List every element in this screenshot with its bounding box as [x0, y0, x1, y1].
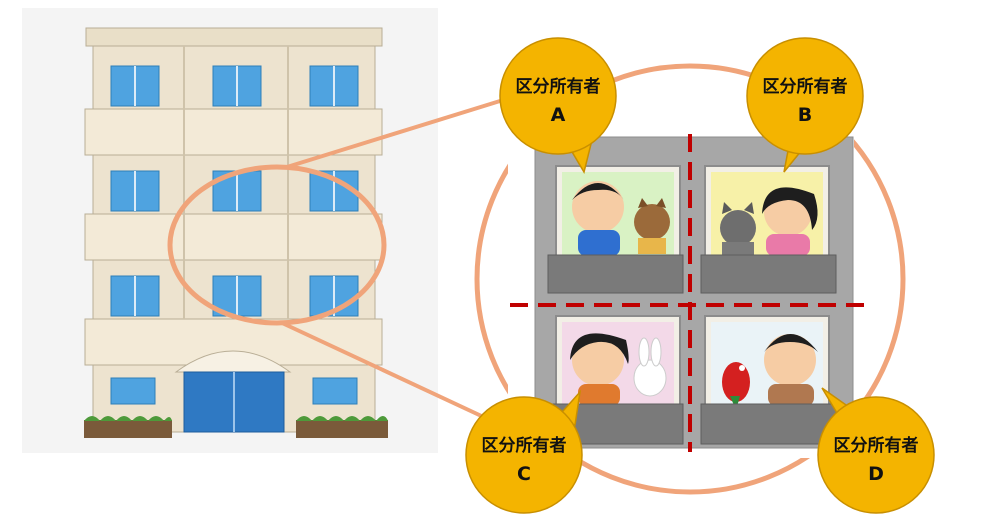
magnified-circle: [474, 63, 906, 495]
unit-cross-section-illustration: [508, 132, 854, 458]
apartment-building-illustration: [22, 8, 438, 453]
connector-line-bottom: [279, 320, 491, 422]
connector-line-top: [286, 99, 501, 169]
owner-d-letter: D: [868, 463, 884, 485]
owner-a-label: 区分所有者: [516, 76, 601, 97]
owner-bubble-b: 区分所有者 B: [746, 37, 864, 173]
resident-c-illustration: [570, 333, 667, 406]
owner-bubble-d: 区分所有者 D: [817, 387, 935, 514]
owner-b-letter: B: [798, 104, 812, 126]
owner-c-label: 区分所有者: [482, 435, 567, 456]
owner-d-label: 区分所有者: [834, 435, 919, 456]
owner-bubble-a: 区分所有者 A: [499, 37, 617, 174]
owner-a-letter: A: [551, 104, 566, 126]
resident-b-illustration: [720, 187, 818, 256]
highlight-ellipse: [167, 164, 387, 326]
resident-a-illustration: [572, 181, 670, 256]
resident-d-illustration: [722, 334, 818, 410]
owner-bubble-c: 区分所有者 C: [465, 389, 583, 514]
owner-c-letter: C: [517, 463, 531, 485]
owner-b-label: 区分所有者: [763, 76, 848, 97]
